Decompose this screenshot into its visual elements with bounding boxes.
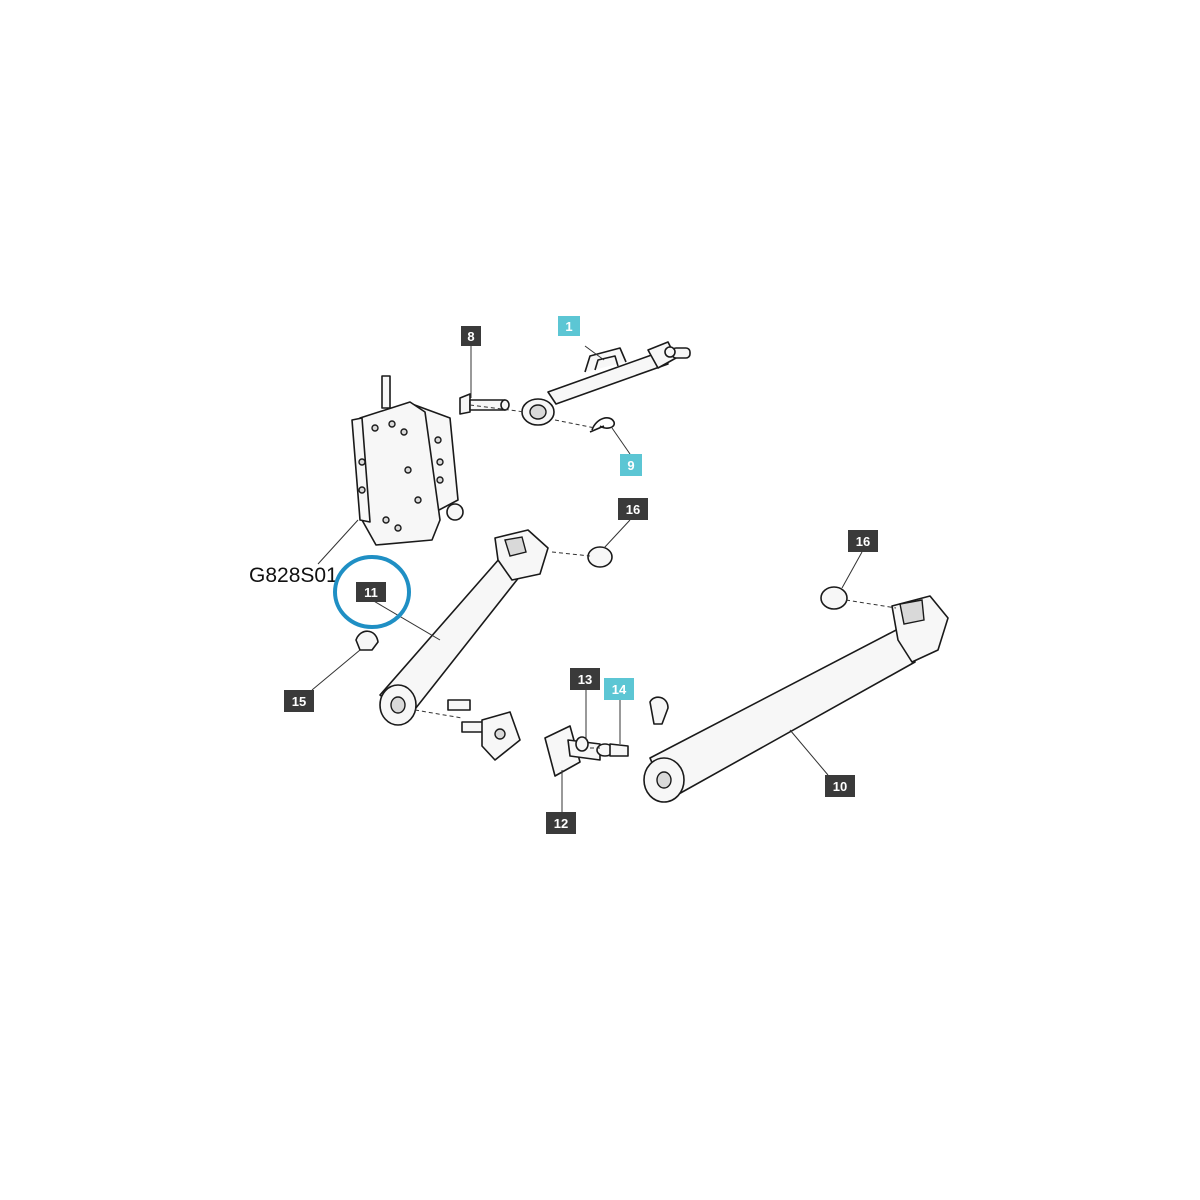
callout-9[interactable]: 9: [620, 454, 642, 476]
clip-part[interactable]: [589, 417, 616, 433]
circle-highlight-icon: [333, 555, 411, 629]
callout-16-left[interactable]: 16: [618, 498, 648, 520]
ball-end-left[interactable]: [587, 546, 613, 568]
hitch-housing[interactable]: [351, 375, 464, 546]
svg-text:9: 9: [627, 458, 634, 473]
callout-14[interactable]: 14: [604, 678, 634, 700]
callout-10[interactable]: 10: [825, 775, 855, 797]
callout-11[interactable]: 11: [356, 582, 386, 602]
svg-text:16: 16: [626, 502, 640, 517]
lower-link-arm-right[interactable]: [643, 595, 949, 803]
lower-link-arm-left[interactable]: [379, 529, 549, 726]
callout-16-right[interactable]: 16: [848, 530, 878, 552]
svg-text:14: 14: [612, 682, 627, 697]
callout-15[interactable]: 15: [284, 690, 314, 712]
svg-text:12: 12: [554, 816, 568, 831]
top-link-assembly[interactable]: [521, 341, 691, 426]
callout-8[interactable]: 8: [461, 326, 481, 346]
drawing-code: G828S01: [249, 564, 338, 587]
svg-text:1: 1: [565, 319, 572, 334]
callout-1[interactable]: 1: [558, 316, 580, 336]
side-clip[interactable]: [649, 696, 669, 725]
ball-end-right[interactable]: [820, 586, 848, 610]
svg-text:8: 8: [467, 329, 474, 344]
svg-text:11: 11: [364, 585, 378, 600]
swivel-pin-assembly[interactable]: [544, 725, 629, 777]
svg-text:13: 13: [578, 672, 592, 687]
pin-part[interactable]: [459, 393, 510, 415]
svg-text:15: 15: [292, 694, 306, 709]
callout-13[interactable]: 13: [570, 668, 600, 690]
svg-text:10: 10: [833, 779, 847, 794]
svg-text:16: 16: [856, 534, 870, 549]
link-clip-part[interactable]: [355, 630, 379, 651]
callout-12[interactable]: 12: [546, 812, 576, 834]
mounting-bracket-left[interactable]: [447, 699, 521, 761]
